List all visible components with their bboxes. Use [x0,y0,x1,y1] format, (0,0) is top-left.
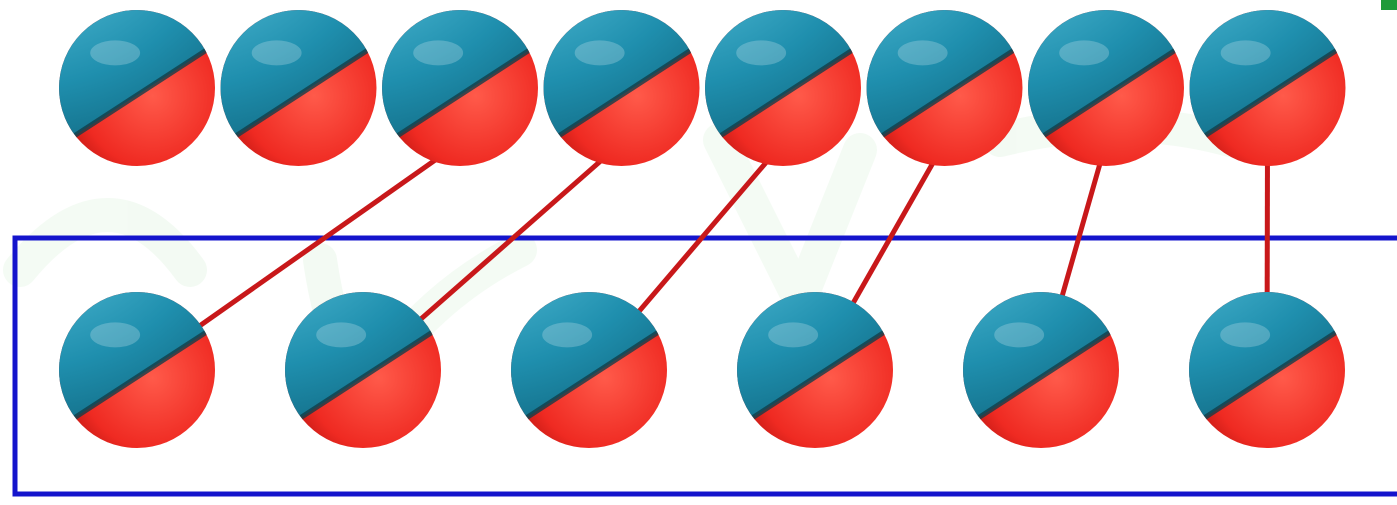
corner-mark [1381,0,1397,10]
top-sphere-1 [59,10,215,166]
top-sphere-6 [866,10,1023,166]
top-sphere-8 [1189,10,1346,166]
bottom-sphere-3 [511,292,667,448]
bottom-sphere-4 [737,292,893,448]
connection-line-4 [849,141,947,307]
top-sphere-3 [382,10,538,166]
selection-box [12,235,1397,497]
top-sphere-2 [220,10,377,166]
top-sphere-4 [543,10,700,166]
connection-lines [196,140,1270,330]
bottom-sphere-1 [59,292,215,448]
top-sphere-5 [705,10,861,166]
bottom-row [59,292,1345,448]
top-sphere-7 [1028,10,1184,166]
top-row [59,10,1346,166]
bottom-sphere-6 [1189,292,1345,448]
connection-line-2 [416,140,624,323]
connection-line-1 [196,140,462,330]
bottom-sphere-5 [963,292,1119,448]
bottom-sphere-2 [285,292,441,448]
connection-line-5 [1058,141,1109,300]
connection-line-3 [635,140,785,316]
